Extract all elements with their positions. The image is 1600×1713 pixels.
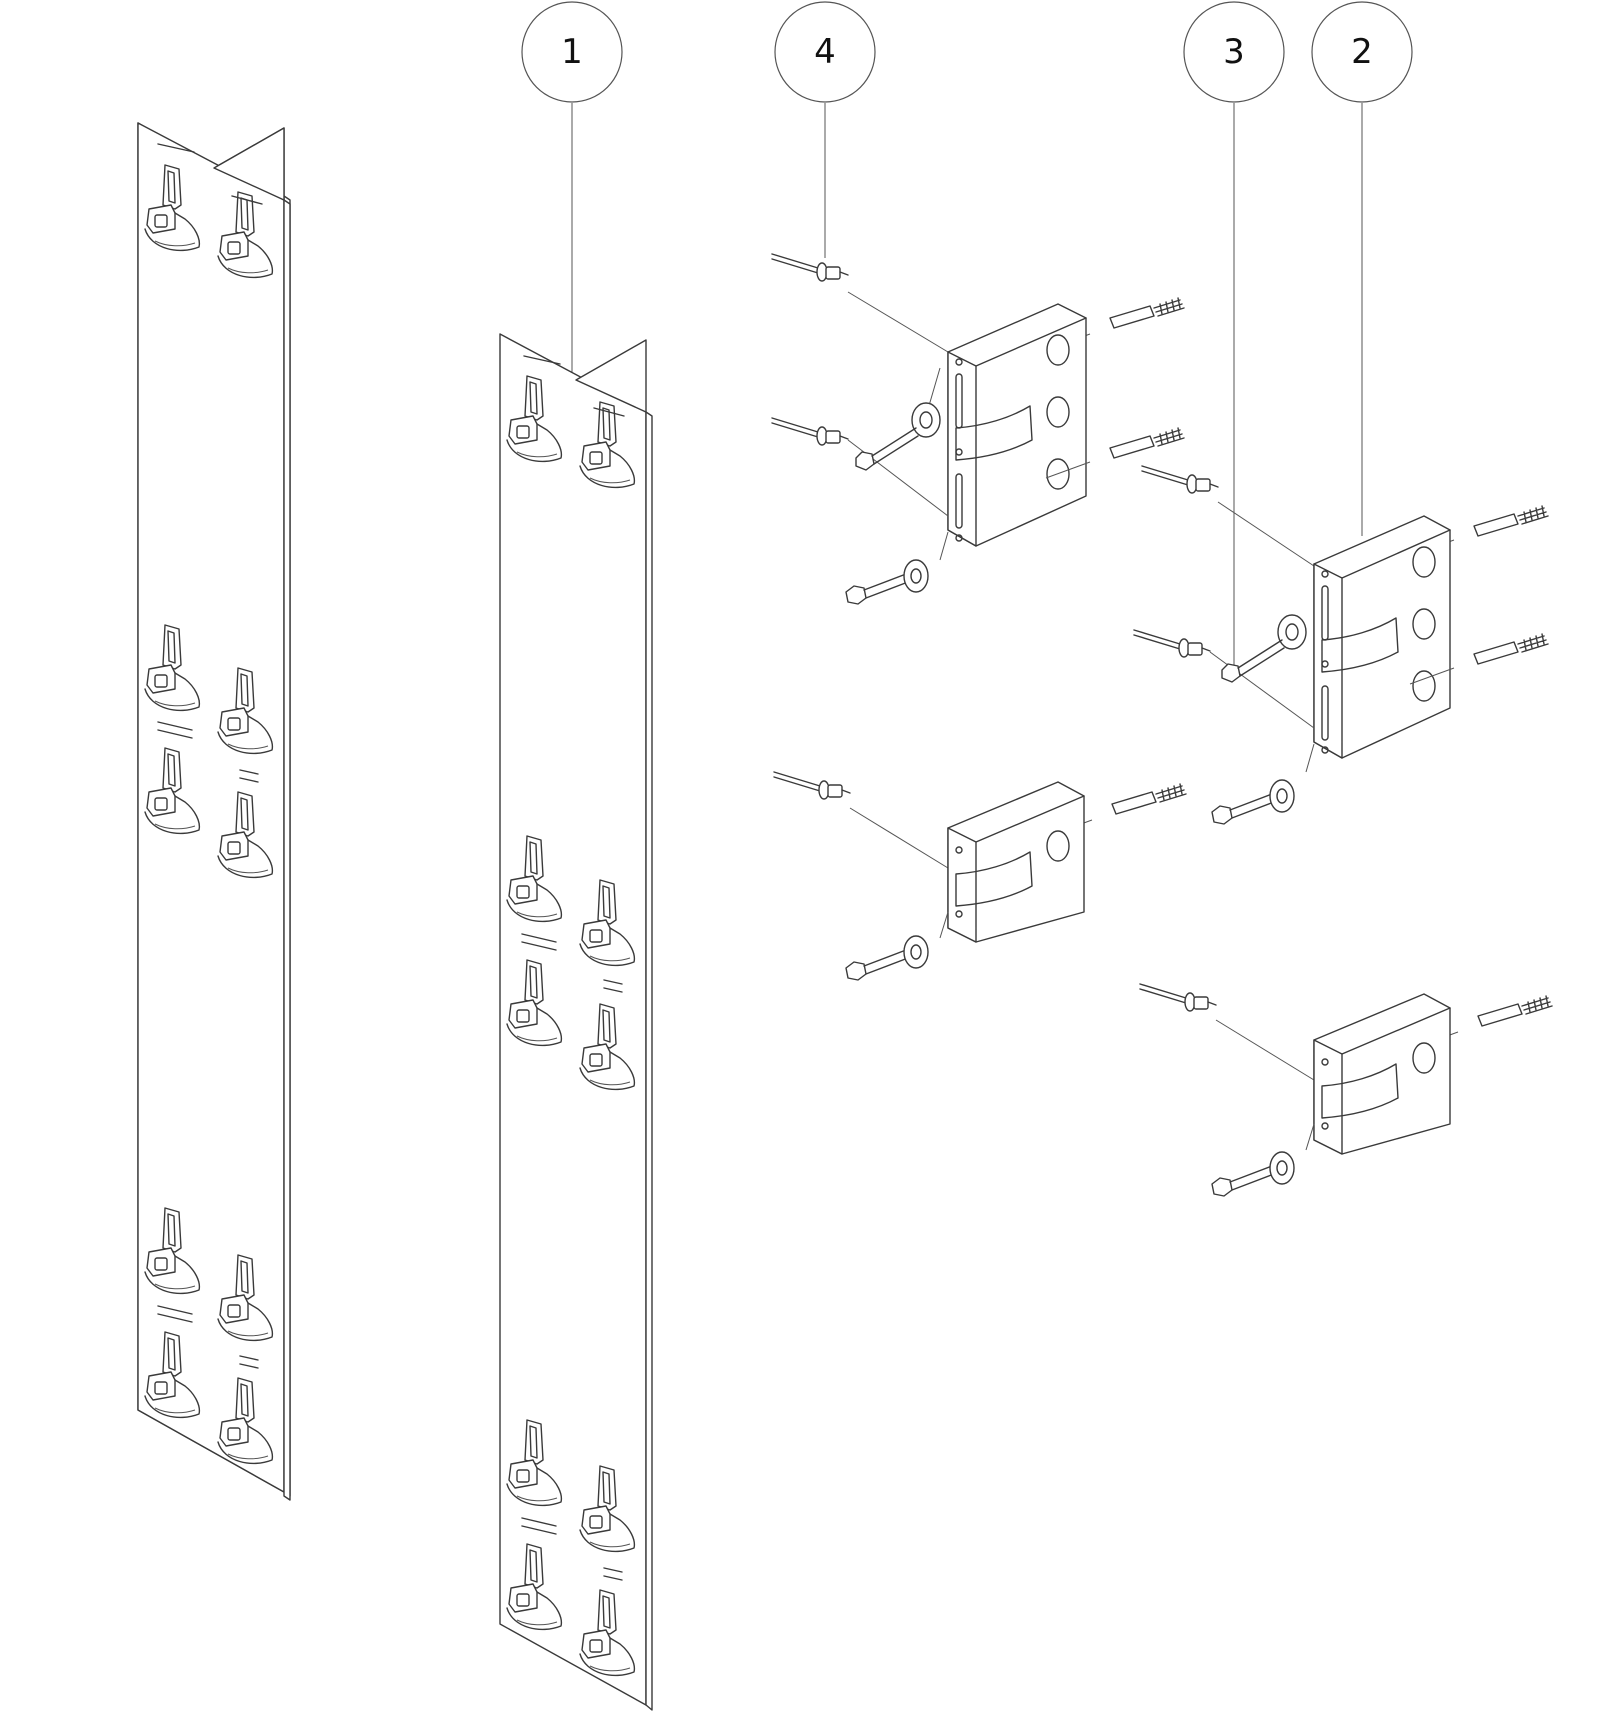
callout-3-label: 3 bbox=[1223, 32, 1245, 72]
callout-4: 4 bbox=[774, 1, 876, 103]
callout-leader-lines bbox=[571, 103, 1363, 670]
bracket-large-a bbox=[771, 253, 1185, 605]
callout-1: 1 bbox=[521, 1, 623, 103]
callout-2-label: 2 bbox=[1351, 32, 1373, 72]
bracket-small-d bbox=[1139, 983, 1553, 1197]
bracket-large-b bbox=[1133, 465, 1549, 825]
middle-channel-profile bbox=[499, 333, 653, 1711]
left-channel-profile bbox=[137, 122, 291, 1501]
callout-1-label: 1 bbox=[561, 32, 583, 72]
callout-4-label: 4 bbox=[814, 32, 836, 72]
callout-3: 3 bbox=[1183, 1, 1285, 103]
callout-2: 2 bbox=[1311, 1, 1413, 103]
bracket-small-c bbox=[773, 771, 1187, 981]
